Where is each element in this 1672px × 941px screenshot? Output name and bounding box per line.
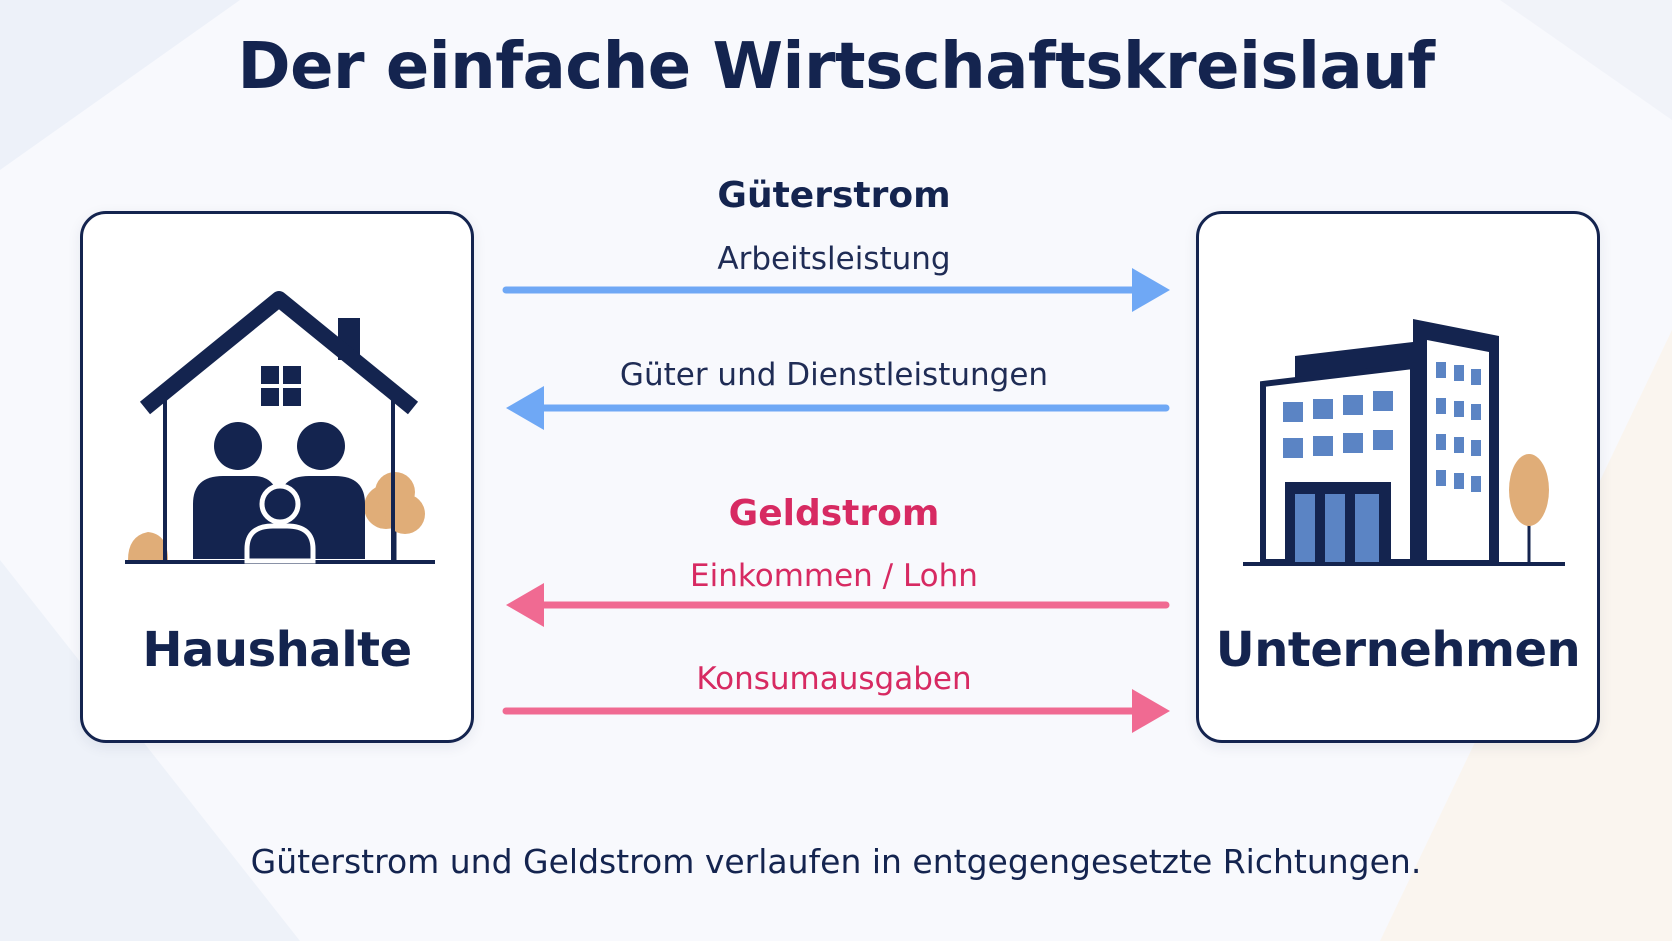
labor-arrow — [502, 268, 1170, 312]
households-label: Haushalte — [142, 622, 412, 678]
companies-card: Unternehmen — [1196, 211, 1600, 743]
households-card: Haushalte — [80, 211, 474, 743]
family-house-icon — [125, 291, 435, 564]
goods-flow-heading: Güterstrom — [717, 175, 951, 216]
income-arrow — [506, 583, 1170, 627]
labor-label: Arbeitsleistung — [717, 241, 951, 277]
footer-note: Güterstrom und Geldstrom verlaufen in en… — [250, 842, 1422, 881]
goods-services-label: Güter und Dienstleistungen — [619, 357, 1049, 393]
goods-arrow — [506, 386, 1170, 430]
companies-label: Unternehmen — [1215, 622, 1581, 678]
page-title: Der einfache Wirtschaftskreislauf — [237, 30, 1435, 104]
income-label: Einkommen / Lohn — [690, 558, 978, 594]
spending-label: Konsumausgaben — [696, 661, 972, 697]
office-building-icon — [1243, 319, 1565, 566]
spending-arrow — [502, 689, 1170, 733]
money-flow-heading: Geldstrom — [728, 493, 940, 534]
